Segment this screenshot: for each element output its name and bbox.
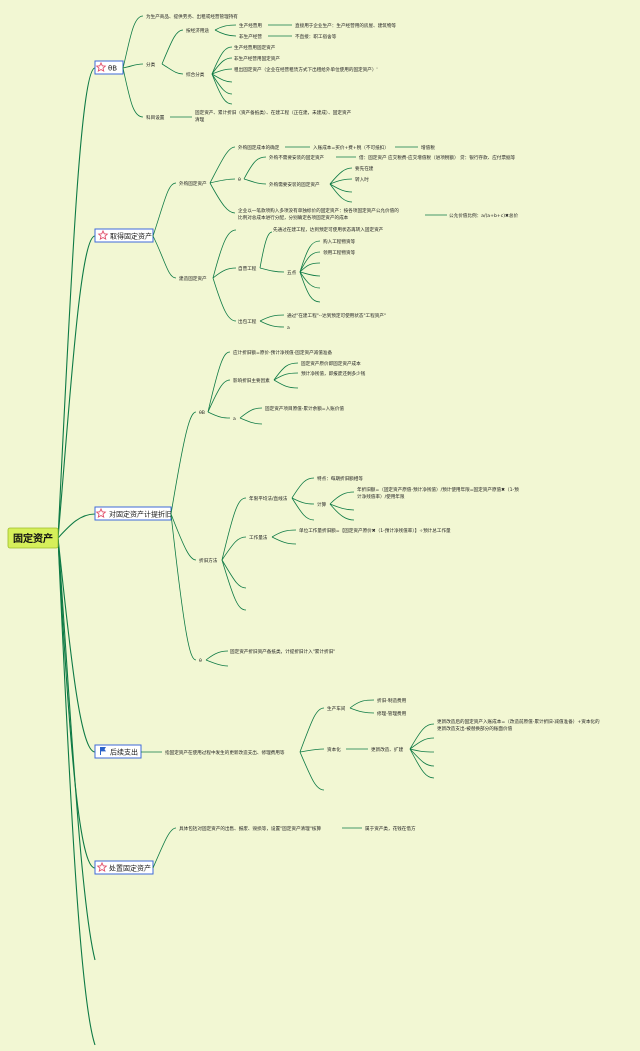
node-self-built: 自营工程 xyxy=(238,265,257,272)
branch-subsequent[interactable]: 后续支出 xyxy=(94,744,142,759)
branch-depreciation[interactable]: 对固定资产计提折旧 xyxy=(94,506,172,521)
node-construct-note: 先通过在建工程，达到预定可使用状态再转入固定资产 xyxy=(273,226,384,233)
branch-label: 对固定资产计提折旧 xyxy=(109,510,172,519)
node-prod1: 折旧-制造费用 xyxy=(377,697,407,704)
node-accounts-desc2: 清理 xyxy=(195,116,205,123)
node-dep-sub: θB xyxy=(199,410,205,416)
node-upgrade: 更新改造、扩建 xyxy=(371,746,404,753)
node-no-install: 外购不需要安装的固定资产 xyxy=(269,154,325,161)
node-monthly: 固定资产折旧资产备抵类，计提折旧计入"累计折旧" xyxy=(230,648,335,655)
node-p2: 领用工程物资等 xyxy=(323,249,356,256)
node-outsourced-desc: 通过"在建工程"--达到预定可使用状态"工程资产" xyxy=(287,312,386,319)
node-c2: 非生产经营用固定资产 xyxy=(234,55,280,62)
node-category: 分类 xyxy=(146,61,156,68)
star-icon xyxy=(95,507,107,519)
branch-intro[interactable]: θB xyxy=(94,60,124,75)
node-c1: 生产经营用固定资产 xyxy=(234,44,276,51)
acquire-details: 外购固定资产 建造固定资产 外购固定成本的确定 入账成本=买价+费+税（不可抵扣… xyxy=(152,144,519,331)
node-purchase: 外购固定资产 xyxy=(179,180,207,187)
node-production-desc: 直接用于企业生产：生产经营用的房屋、建筑物等 xyxy=(295,22,396,29)
node-bulk2: 比例对总成本进行分配，分别确定各项固定资产的成本 xyxy=(238,214,349,221)
branch-label: θB xyxy=(108,65,117,73)
node-cost-rule: 外购固定成本的确定 xyxy=(238,144,280,151)
main-connectors xyxy=(57,67,96,1046)
node-formula1b: 计净残值率）/使用年限 xyxy=(357,493,405,500)
node-workload: 工作量法 xyxy=(249,534,268,541)
node-net: 固定资产项目原值-累计余额=入账价值 xyxy=(265,405,344,412)
node-ratio: 公允价值比例：a/(a+b+c)✖总价 xyxy=(449,212,519,219)
node-construct: 建造固定资产 xyxy=(179,275,207,282)
center-node[interactable]: 固定资产 xyxy=(7,527,59,549)
branch-label: 取得固定资产 xyxy=(110,232,152,241)
disposal-details: 具体包括对固定资产的出售、报废、毁损等，设置"固定资产清理"核算 属于资产类，花… xyxy=(152,825,416,869)
node-methods: 折旧方法 xyxy=(199,557,218,564)
node-tax: 增值税 xyxy=(421,144,435,151)
node-combined: 综合分类 xyxy=(186,71,205,78)
node-capitalize: 资本化 xyxy=(327,746,341,753)
node-prod2: 修理-管理费用 xyxy=(377,710,407,717)
node-sub-desc: 指固定资产在使用过程中发生的更新改造支出、修理费用等 xyxy=(165,749,285,756)
node-f1: 固定资产原价即固定资产成本 xyxy=(301,360,361,367)
node-disposal-desc: 具体包括对固定资产的出售、报废、毁损等，设置"固定资产清理"核算 xyxy=(179,825,321,832)
node-non-production-desc: 不直接：职工宿舍等 xyxy=(295,33,337,40)
node-non-production: 非生产经营 xyxy=(239,33,262,40)
star-icon xyxy=(97,229,109,241)
branch-label: 后续支出 xyxy=(110,748,138,757)
node-calc: 计算 xyxy=(317,501,327,508)
node-straight: 年限平均法/直线法 xyxy=(249,495,288,502)
node-feature: 特点：每期折旧额相等 xyxy=(317,475,363,482)
star-icon xyxy=(95,61,107,73)
node-no-install-desc: 借：固定资产 应交税费-应交增值税（进项税额） 贷：银行存款、应付票据等 xyxy=(359,154,516,161)
node-cost-formula: 入账成本=买价+费+税（不可抵扣） xyxy=(313,144,389,151)
branch-disposal[interactable]: 处置固定资产 xyxy=(94,860,154,875)
center-label: 固定资产 xyxy=(13,532,53,545)
node-install-b: 转入时 xyxy=(355,176,369,183)
node-cap-desc2: 更新改造支出-被替换部分的账面价值 xyxy=(437,725,513,732)
node-workload-formula: 单位工作量折旧额=【固定资产原价✖（1-预计净残值率）】÷预计总工作量 xyxy=(299,527,451,534)
node-by-use: 按经济用途 xyxy=(186,27,209,34)
node-formula1a: 年折旧额=（固定资产原值-预计净残值）/预计使用年限=固定资产原值✖（1-预 xyxy=(357,486,519,493)
node-accounts-desc1: 固定资产、累计折旧（资产备抵类）、在建工程（正在建，未建成）、固定资产 xyxy=(195,109,352,116)
node-prod: 生产车间 xyxy=(327,705,346,712)
node-outsourced: 出包工程 xyxy=(238,318,257,325)
subsequent-details: 指固定资产在使用过程中发生的更新改造支出、修理费用等 生产车间 折旧-制造费用 … xyxy=(141,697,600,791)
node-purpose: 为生产商品、提供劳务、出租或经营管理持有 xyxy=(146,13,238,20)
node-p1: 购入工程物资等 xyxy=(323,238,356,245)
node-outsourced-mark: a xyxy=(287,326,290,331)
node-sub-theta: θ xyxy=(238,177,241,183)
node-factors: 影响折旧主要因素 xyxy=(233,377,270,384)
branch-label: 处置固定资产 xyxy=(109,864,151,873)
node-f2: 预计净残值，即报废还剩多少钱 xyxy=(301,370,366,377)
branch-acquire[interactable]: 取得固定资产 xyxy=(94,228,154,243)
intro-details: 为生产商品、提供劳务、出租或经营管理持有 分类 科目设置 按经济用途 生产经营用… xyxy=(122,13,396,123)
node-cap-desc1: 更新改造后的固定资产入账成本=（改造前原值-累计折旧-减值准备）+资本化的 xyxy=(437,718,600,725)
node-c3: 租出固定资产（企业在经营租赁方式下出租给外单位使用的固定资产）' xyxy=(234,66,378,73)
node-a: a xyxy=(233,417,236,422)
node-accounts: 科目设置 xyxy=(146,114,165,121)
node-disposal-note: 属于资产类，花钱在借方 xyxy=(365,825,416,832)
star-icon xyxy=(96,861,108,873)
node-install-a: 要先在建 xyxy=(355,165,374,172)
node-bulk1: 企业以一笔款项购入多项没有单独标价的固定资产：按各项固定资产公允价值的 xyxy=(238,207,399,214)
node-dep-mark: θ xyxy=(199,658,202,664)
node-production: 生产经营用 xyxy=(239,22,262,29)
flag-icon xyxy=(100,747,106,755)
node-total: 应计折旧额=原价-预计净残值-固定资产减值准备 xyxy=(233,349,332,356)
node-points: 五点 xyxy=(287,270,297,276)
depreciation-details: θB 折旧方法 θ 应计折旧额=原价-预计净残值-固定资产减值准备 影响折旧主要… xyxy=(170,349,519,667)
node-need-install: 外购需要安装的固定资产 xyxy=(269,181,320,188)
